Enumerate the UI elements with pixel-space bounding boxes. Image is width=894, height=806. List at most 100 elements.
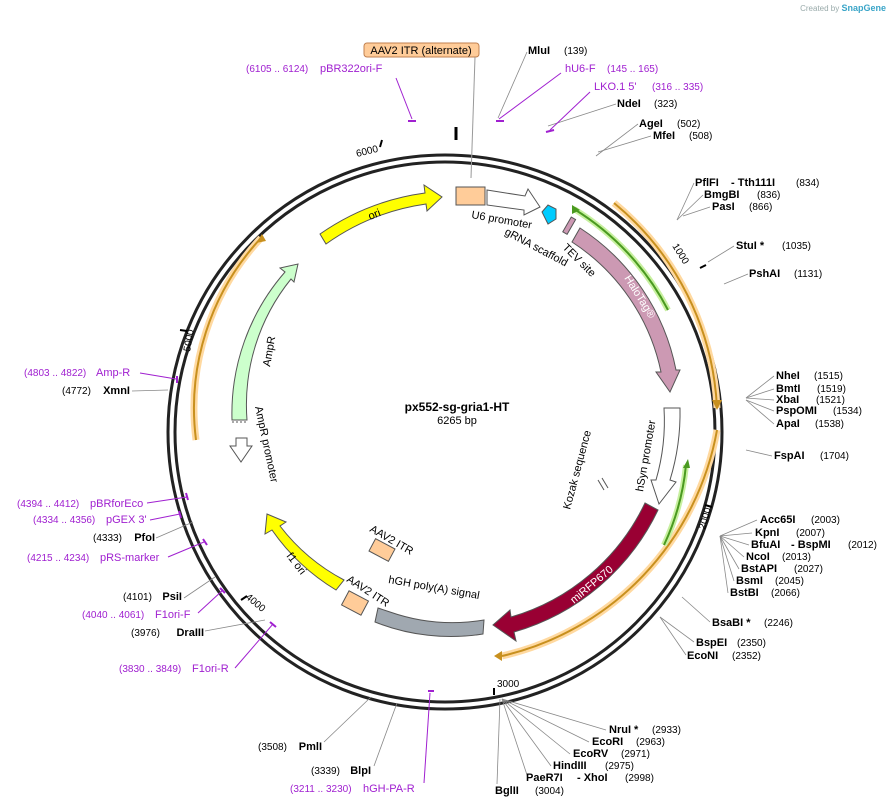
svg-text:(4333): (4333): [93, 533, 122, 544]
svg-text:- XhoI: - XhoI: [577, 772, 608, 784]
site-mlui: MluI: [528, 45, 550, 57]
site-blpi: BlpI: [350, 765, 371, 777]
site-nrui: NruI *: [609, 724, 639, 736]
svg-text:(2352): (2352): [732, 651, 761, 662]
tick-2000: 2000: [697, 504, 714, 531]
svg-text:- Tth111I: - Tth111I: [731, 177, 775, 189]
site-pfoi: PfoI: [134, 532, 155, 544]
site-pspomi: PspOMI: [776, 405, 817, 417]
svg-text:(834): (834): [796, 178, 819, 189]
svg-text:hGH poly(A) signal: hGH poly(A) signal: [387, 574, 480, 602]
svg-text:(508): (508): [689, 131, 712, 142]
svg-text:AAV2 ITR (alternate): AAV2 ITR (alternate): [370, 45, 471, 57]
primer-f1ori-f: F1ori-F: [155, 609, 191, 621]
svg-text:(2012): (2012): [848, 540, 877, 551]
primer-pgex3: pGEX 3': [106, 514, 147, 526]
svg-text:(4215 .. 4234): (4215 .. 4234): [27, 553, 89, 564]
svg-text:(3339): (3339): [311, 766, 340, 777]
svg-text:ori: ori: [367, 207, 383, 223]
svg-text:(6105 .. 6124): (6105 .. 6124): [246, 64, 308, 75]
ori-feature: ori: [319, 183, 443, 245]
svg-text:(2013): (2013): [782, 552, 811, 563]
site-bsmi: BsmI: [736, 575, 763, 587]
svg-text:(2007): (2007): [796, 528, 825, 539]
svg-text:AmpR promoter: AmpR promoter: [252, 405, 280, 484]
svg-text:(836): (836): [757, 190, 780, 201]
ampr-feature: AmpR: [231, 263, 299, 423]
site-bsabi: BsaBI *: [712, 617, 751, 629]
site-nhei: NheI: [776, 370, 800, 382]
svg-text:gRNA scaffold: gRNA scaffold: [503, 226, 570, 269]
primers-labels: pBR322ori-F(6105 .. 6124) hU6-F(145 .. 1…: [17, 63, 703, 795]
site-ncoi: NcoI: [746, 551, 770, 563]
hgh-polya-feature: hGH poly(A) signal: [374, 574, 485, 638]
kozak-feature: Kozak sequence: [561, 429, 609, 511]
site-mfei: MfeI: [653, 130, 675, 142]
svg-text:(316 .. 335): (316 .. 335): [652, 82, 703, 93]
site-agei: AgeI: [639, 118, 663, 130]
site-bfuai: BfuAI: [751, 539, 780, 551]
primer-hu6-f: hU6-F: [565, 63, 596, 75]
svg-text:(2933): (2933): [652, 725, 681, 736]
site-ecorv: EcoRV: [573, 748, 609, 760]
tick-3000: 3000: [493, 679, 520, 695]
site-pflfi: PflFI: [695, 177, 719, 189]
site-bstapi: BstAPI: [741, 563, 777, 575]
site-ecori: EcoRI: [592, 736, 623, 748]
sites-right-labels: MluI(139) NdeI(323) AgeI(502) MfeI(508) …: [495, 45, 877, 797]
svg-text:(3004): (3004): [535, 786, 564, 797]
site-bglii: BglII: [495, 785, 519, 797]
svg-text:(4040 .. 4061): (4040 .. 4061): [82, 610, 144, 621]
site-bspei: BspEI: [696, 637, 727, 649]
svg-text:(139): (139): [564, 46, 587, 57]
site-pmli: PmlI: [299, 741, 322, 753]
svg-text:(2246): (2246): [764, 618, 793, 629]
svg-text:(2003): (2003): [811, 515, 840, 526]
svg-text:(2975): (2975): [605, 761, 634, 772]
svg-text:(2963): (2963): [636, 737, 665, 748]
sites-left-labels: PmlI(3508) BlpI(3339) DraIII(3976) PsiI(…: [62, 385, 371, 777]
mirfp670-feature: miRFP670: [492, 502, 659, 643]
site-xmni: XmnI: [103, 385, 130, 397]
itr-top-label: AAV2 ITR (alternate): [363, 42, 480, 179]
svg-text:(1035): (1035): [782, 241, 811, 252]
svg-text:(1538): (1538): [815, 419, 844, 430]
orf-arc-left: [190, 234, 266, 441]
green-arc-top: [572, 205, 671, 312]
site-draiii: DraIII: [176, 627, 204, 639]
orf-arc-lower: [494, 429, 721, 661]
primer-amp-r: Amp-R: [96, 367, 130, 379]
svg-text:(1534): (1534): [833, 406, 862, 417]
svg-text:(1704): (1704): [820, 451, 849, 462]
grna-scaffold-feature: gRNA scaffold: [503, 204, 570, 269]
primer-hgh-pa-r: hGH-PA-R: [363, 783, 415, 795]
site-econi: EcoNI: [687, 650, 718, 662]
svg-text:(3211 .. 3230): (3211 .. 3230): [290, 784, 352, 795]
svg-text:(2027): (2027): [794, 564, 823, 575]
svg-text:(4101): (4101): [123, 592, 152, 603]
svg-text:- BspMI: - BspMI: [791, 539, 831, 551]
svg-text:(145 .. 165): (145 .. 165): [607, 64, 658, 75]
tick-5000: 5000: [179, 328, 197, 353]
aav2-itr-feature-1: AAV2 ITR: [368, 523, 415, 563]
primer-lko1-5: LKO.1 5': [594, 81, 636, 93]
svg-text:AmpR: AmpR: [261, 335, 278, 367]
svg-text:(2350): (2350): [737, 638, 766, 649]
green-arc-right: [661, 459, 690, 547]
svg-text:(1519): (1519): [817, 384, 846, 395]
site-xbai: XbaI: [776, 394, 799, 406]
aav2-itr-feature-2: AAV2 ITR: [340, 573, 391, 616]
site-bstbi: BstBI: [730, 587, 759, 599]
site-bmgbi: BmgBI: [704, 189, 739, 201]
hsyn-promoter-feature: hSyn promoter: [634, 407, 681, 506]
primer-prs-marker: pRS-marker: [100, 552, 160, 564]
snapgene-credit: Created by SnapGene: [800, 3, 886, 13]
svg-text:(3830 .. 3849): (3830 .. 3849): [119, 664, 181, 675]
tick-1000: 1000: [669, 242, 707, 269]
svg-text:3000: 3000: [497, 679, 520, 690]
site-acc65i: Acc65I: [760, 514, 795, 526]
site-fspai: FspAI: [774, 450, 805, 462]
svg-text:(2066): (2066): [771, 588, 800, 599]
svg-text:(4772): (4772): [62, 386, 91, 397]
svg-text:(2971): (2971): [621, 749, 650, 760]
